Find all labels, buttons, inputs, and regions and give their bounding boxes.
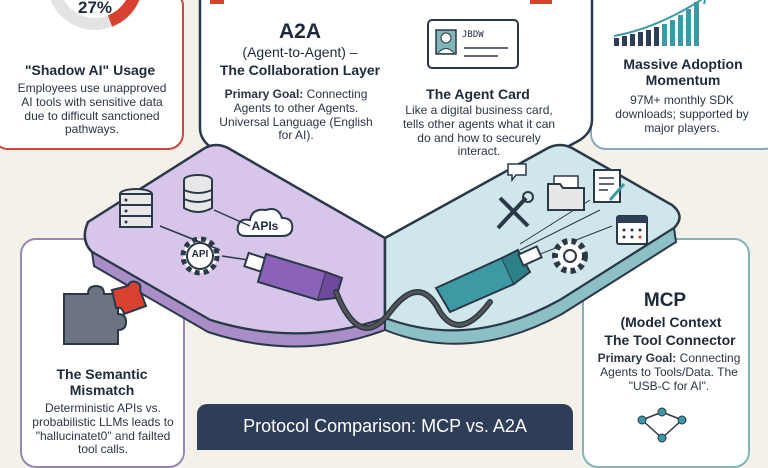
shadow-ai-title: "Shadow AI" Usage [24,62,156,78]
mcp-title: MCP [643,290,687,311]
mcp-plug-icon [434,245,543,314]
mcp-goal-label: Primary Goal: [597,351,677,365]
shadow-ai-percent: 27% [77,0,113,17]
wrench-screwdriver-icon [496,191,534,230]
semantic-title: The Semantic Mismatch [56,366,148,399]
donut-chart-icon [50,0,140,30]
mcp-subtitle: (Model Context [620,314,722,330]
adoption-desc: 97M+ monthly SDK downloads; supported by… [615,93,749,135]
apis-label: APIs [251,219,279,233]
adoption-title: Massive Adoption Momentum [623,56,743,89]
network-nodes-icon [637,407,687,443]
gear-icon [552,238,588,274]
a2a-title: A2A [278,20,321,43]
a2a-goal-label: Primary Goal: [224,87,304,101]
puzzle-pieces-icon [63,280,148,345]
a2a-goal-text: Connecting Agents to other Agents. Unive… [219,87,373,143]
red-tab-left-icon [210,0,224,4]
mcp-subtitle-2: The Tool Connector [604,332,736,348]
calendar-icon [616,215,648,245]
api-gear-icon [180,236,220,276]
red-tab-right-icon [530,0,552,4]
agent-card-title: The Agent Card [426,86,530,102]
cloud-icon [236,208,294,237]
database-cylinder-icon [183,174,213,213]
a2a-goal: Primary Goal: Connecting Agents to other… [218,87,374,143]
shadow-ai-desc: Employees use unapproved AI tools with s… [17,81,167,137]
agent-card-badge-text: JBDW [462,30,484,40]
mcp-goal: Primary Goal: Connecting Agents to Tools… [592,351,746,393]
document-edit-icon [593,169,626,203]
growth-bar-chart-icon [613,0,707,46]
folder-icon [547,175,585,211]
database-stack-icon [119,188,153,228]
mcp-goal-text: Connecting Agents to Tools/Data. The "US… [600,351,741,393]
connector-lines [159,199,613,263]
agent-id-card-icon [427,19,519,69]
speech-bubble-icon [507,163,527,183]
a2a-subtitle-2: The Collaboration Layer [219,62,381,78]
semantic-desc: Deterministic APIs vs. probabilistic LLM… [32,401,174,457]
api-label: API [191,249,209,260]
protocol-comparison-banner: Protocol Comparison: MCP vs. A2A [197,404,573,450]
agent-card-desc: Like a digital business card, tells othe… [402,103,556,159]
usb-cable [333,289,493,331]
a2a-subtitle: (Agent-to-Agent) – [242,44,358,60]
